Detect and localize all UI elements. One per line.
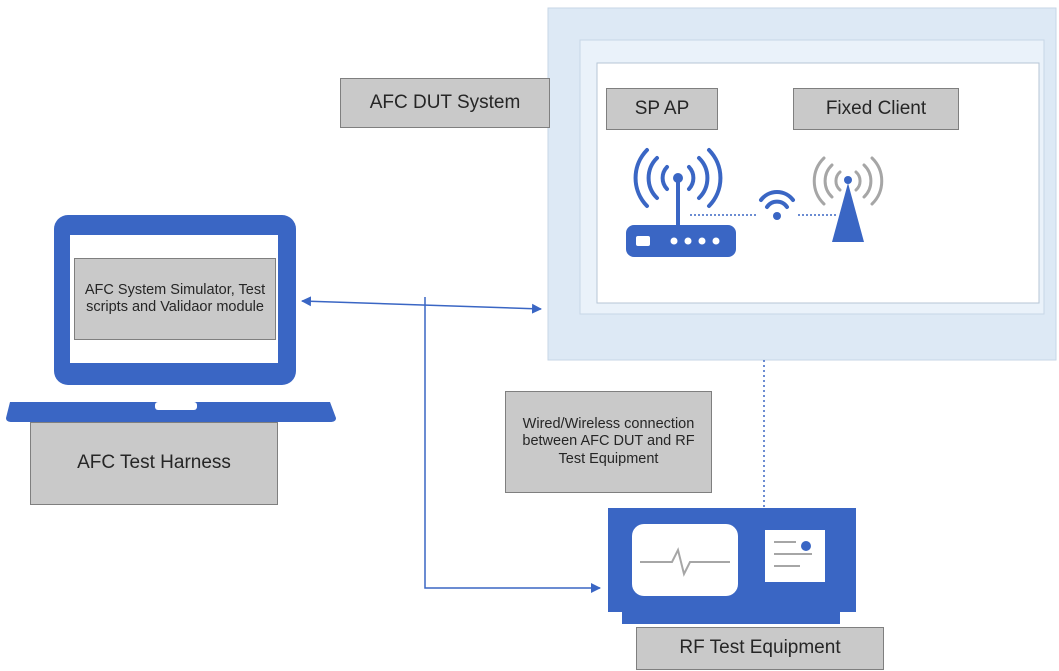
harness-dut-connector — [301, 296, 542, 314]
sp-ap-label: SP AP — [606, 88, 718, 130]
router-icon — [626, 148, 736, 257]
dut-system-label: AFC DUT System — [340, 78, 550, 128]
connection-label: Wired/Wireless connection between AFC DU… — [505, 391, 712, 493]
rf-equipment-label: RF Test Equipment — [636, 627, 884, 670]
dut-system-frame — [547, 7, 1057, 361]
wifi-icon — [758, 188, 796, 226]
fixed-client-label: Fixed Client — [793, 88, 959, 130]
rf-test-equipment-icon — [608, 508, 856, 624]
harness-label: AFC Test Harness — [30, 422, 278, 505]
antenna-tower-icon — [812, 156, 884, 242]
simulator-label: AFC System Simulator, Test scripts and V… — [74, 258, 276, 340]
harness-rf-connector — [424, 297, 601, 593]
